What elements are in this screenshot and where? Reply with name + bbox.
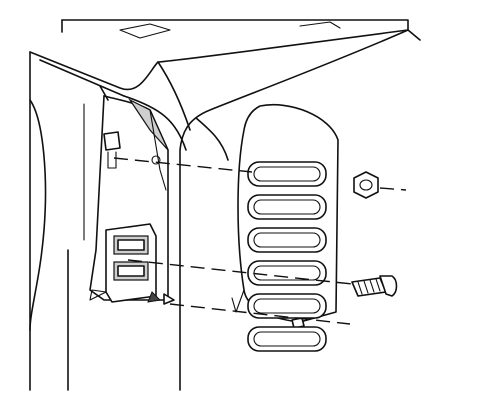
lamp-slot [247, 260, 327, 286]
upper-nut [353, 171, 379, 199]
lamp-slot-inner [253, 232, 321, 248]
lower-screw [351, 275, 398, 297]
alignment-line-lower-tab [169, 303, 351, 325]
alignment-line-screw [127, 259, 353, 285]
lamp-slots [247, 161, 327, 352]
lamp-slot [247, 194, 327, 220]
lamp-slot-inner [253, 166, 321, 182]
upper-mounting-stud [103, 131, 161, 169]
tail-lamp-assembly [231, 104, 339, 352]
lamp-slot [247, 161, 327, 187]
lamp-slot-inner [253, 199, 321, 215]
lamp-slot-inner [253, 331, 321, 347]
lamp-slot-inner [253, 298, 321, 314]
assembly-lines [113, 157, 407, 325]
alignment-line-nut [379, 187, 407, 191]
lower-locator-tab [147, 291, 162, 303]
lamp-slot [247, 227, 327, 253]
bulb-socket-bracket [89, 223, 157, 303]
vehicle-body [29, 19, 421, 391]
lamp-slot [247, 326, 327, 352]
lamp-pocket [89, 95, 175, 305]
alignment-line-upper-stud [113, 157, 253, 173]
lamp-slot [247, 293, 327, 319]
